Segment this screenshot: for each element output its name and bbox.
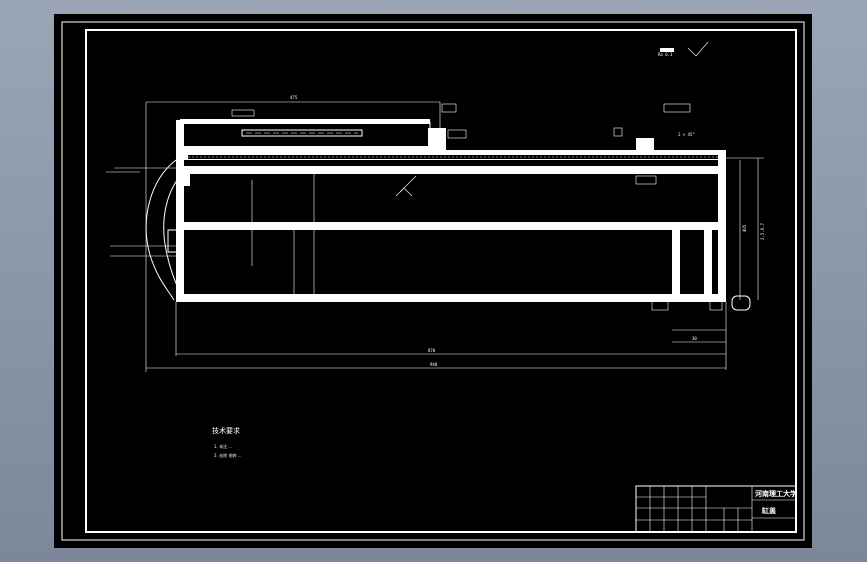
outer-frame	[61, 21, 805, 541]
dim-top-length: 475	[290, 95, 298, 100]
dimension-lines	[106, 101, 764, 372]
title-block	[635, 485, 797, 533]
tech-requirement-2: 2. 去除 毛刺 ...	[214, 452, 241, 458]
label-chamfer: 2 × 45°	[678, 132, 695, 137]
tech-requirements-title: 技术要求	[212, 426, 240, 435]
roughness-symbol	[660, 41, 709, 57]
tech-requirement-1: 1. 未注 ...	[214, 443, 232, 449]
dim-right-2: 405	[742, 224, 747, 232]
label-roughness: Ra 6.3	[658, 52, 673, 57]
annotation-boxes	[231, 103, 723, 311]
cylinder-body	[145, 119, 751, 311]
dim-overall-length: 940	[430, 362, 438, 367]
inner-frame	[85, 29, 797, 533]
dim-inner-length: 870	[428, 348, 436, 353]
dim-right-height: 2.5.9.7	[760, 223, 765, 240]
title-part-name: 缸盖	[761, 506, 776, 515]
dim-small: 30	[692, 336, 697, 341]
title-institution: 河南理工大学	[755, 489, 797, 498]
